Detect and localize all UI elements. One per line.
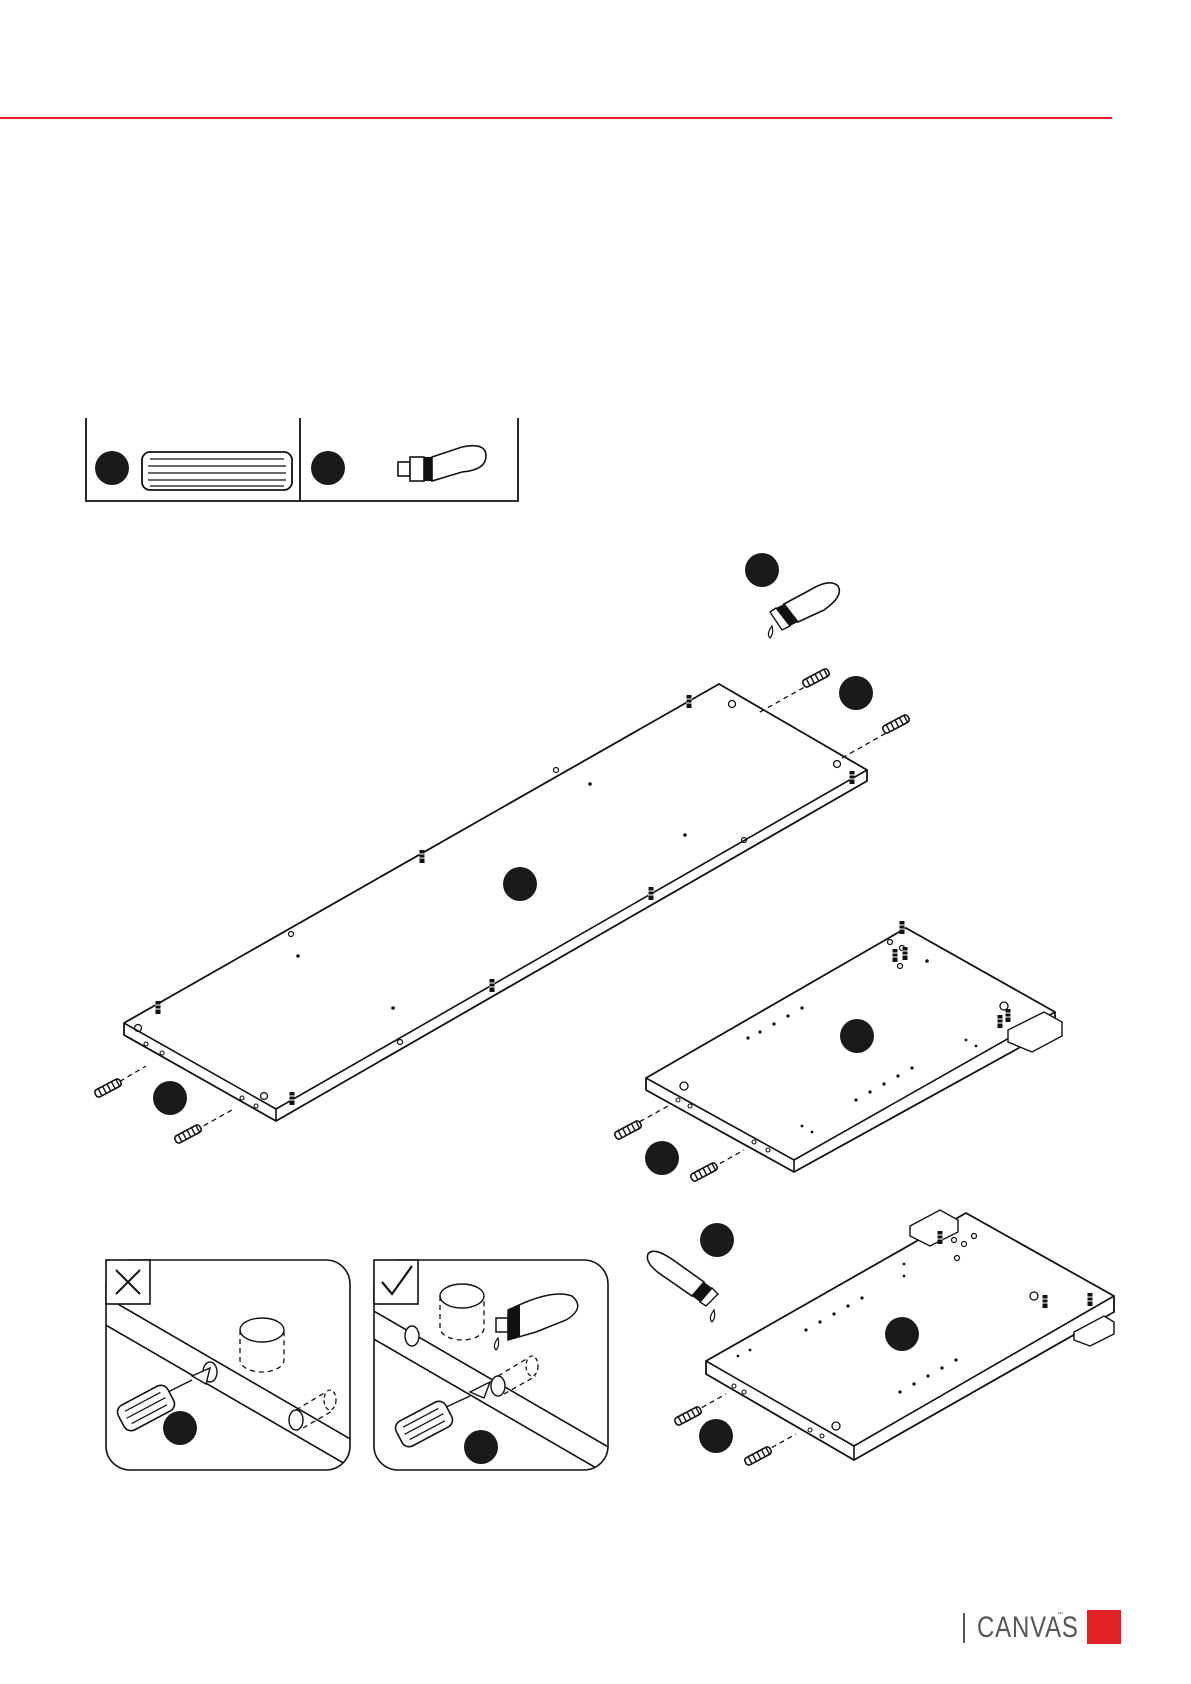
callout-long-panel [503, 867, 537, 901]
callout-dowel-left [153, 1081, 187, 1115]
brand-trademark: ™ [1057, 1612, 1063, 1618]
callout-inset-incorrect [163, 1411, 197, 1445]
callout-inset-correct [464, 1430, 498, 1464]
brand-name: CANVAS [977, 1611, 1079, 1645]
callout-dowel-middle [645, 1141, 679, 1175]
wooden-dowel-icon [142, 452, 292, 490]
callout-bottom-panel [885, 1317, 919, 1351]
callout-middle-panel [840, 1019, 874, 1053]
inset-incorrect [104, 1260, 352, 1470]
brand-red-square [1087, 1610, 1121, 1644]
brand-divider [963, 1613, 965, 1643]
part-callout-glue [311, 451, 345, 485]
callout-dowel-top-right [839, 676, 873, 710]
parts-box [86, 418, 518, 501]
brand-logo: CANVAS [963, 1609, 1104, 1647]
callout-dowel-bottom [699, 1419, 733, 1453]
callout-glue-bottom [700, 1223, 734, 1257]
glue-bottle-dispensing-top [745, 553, 839, 638]
part-callout-dowel [95, 451, 129, 485]
callout-glue-top [745, 553, 779, 587]
glue-bottle-icon [398, 446, 486, 481]
bottom-panel [706, 1210, 1114, 1460]
inset-correct [372, 1260, 610, 1476]
middle-panel [646, 921, 1062, 1172]
glue-bottle-dispensing-bottom [647, 1223, 734, 1322]
